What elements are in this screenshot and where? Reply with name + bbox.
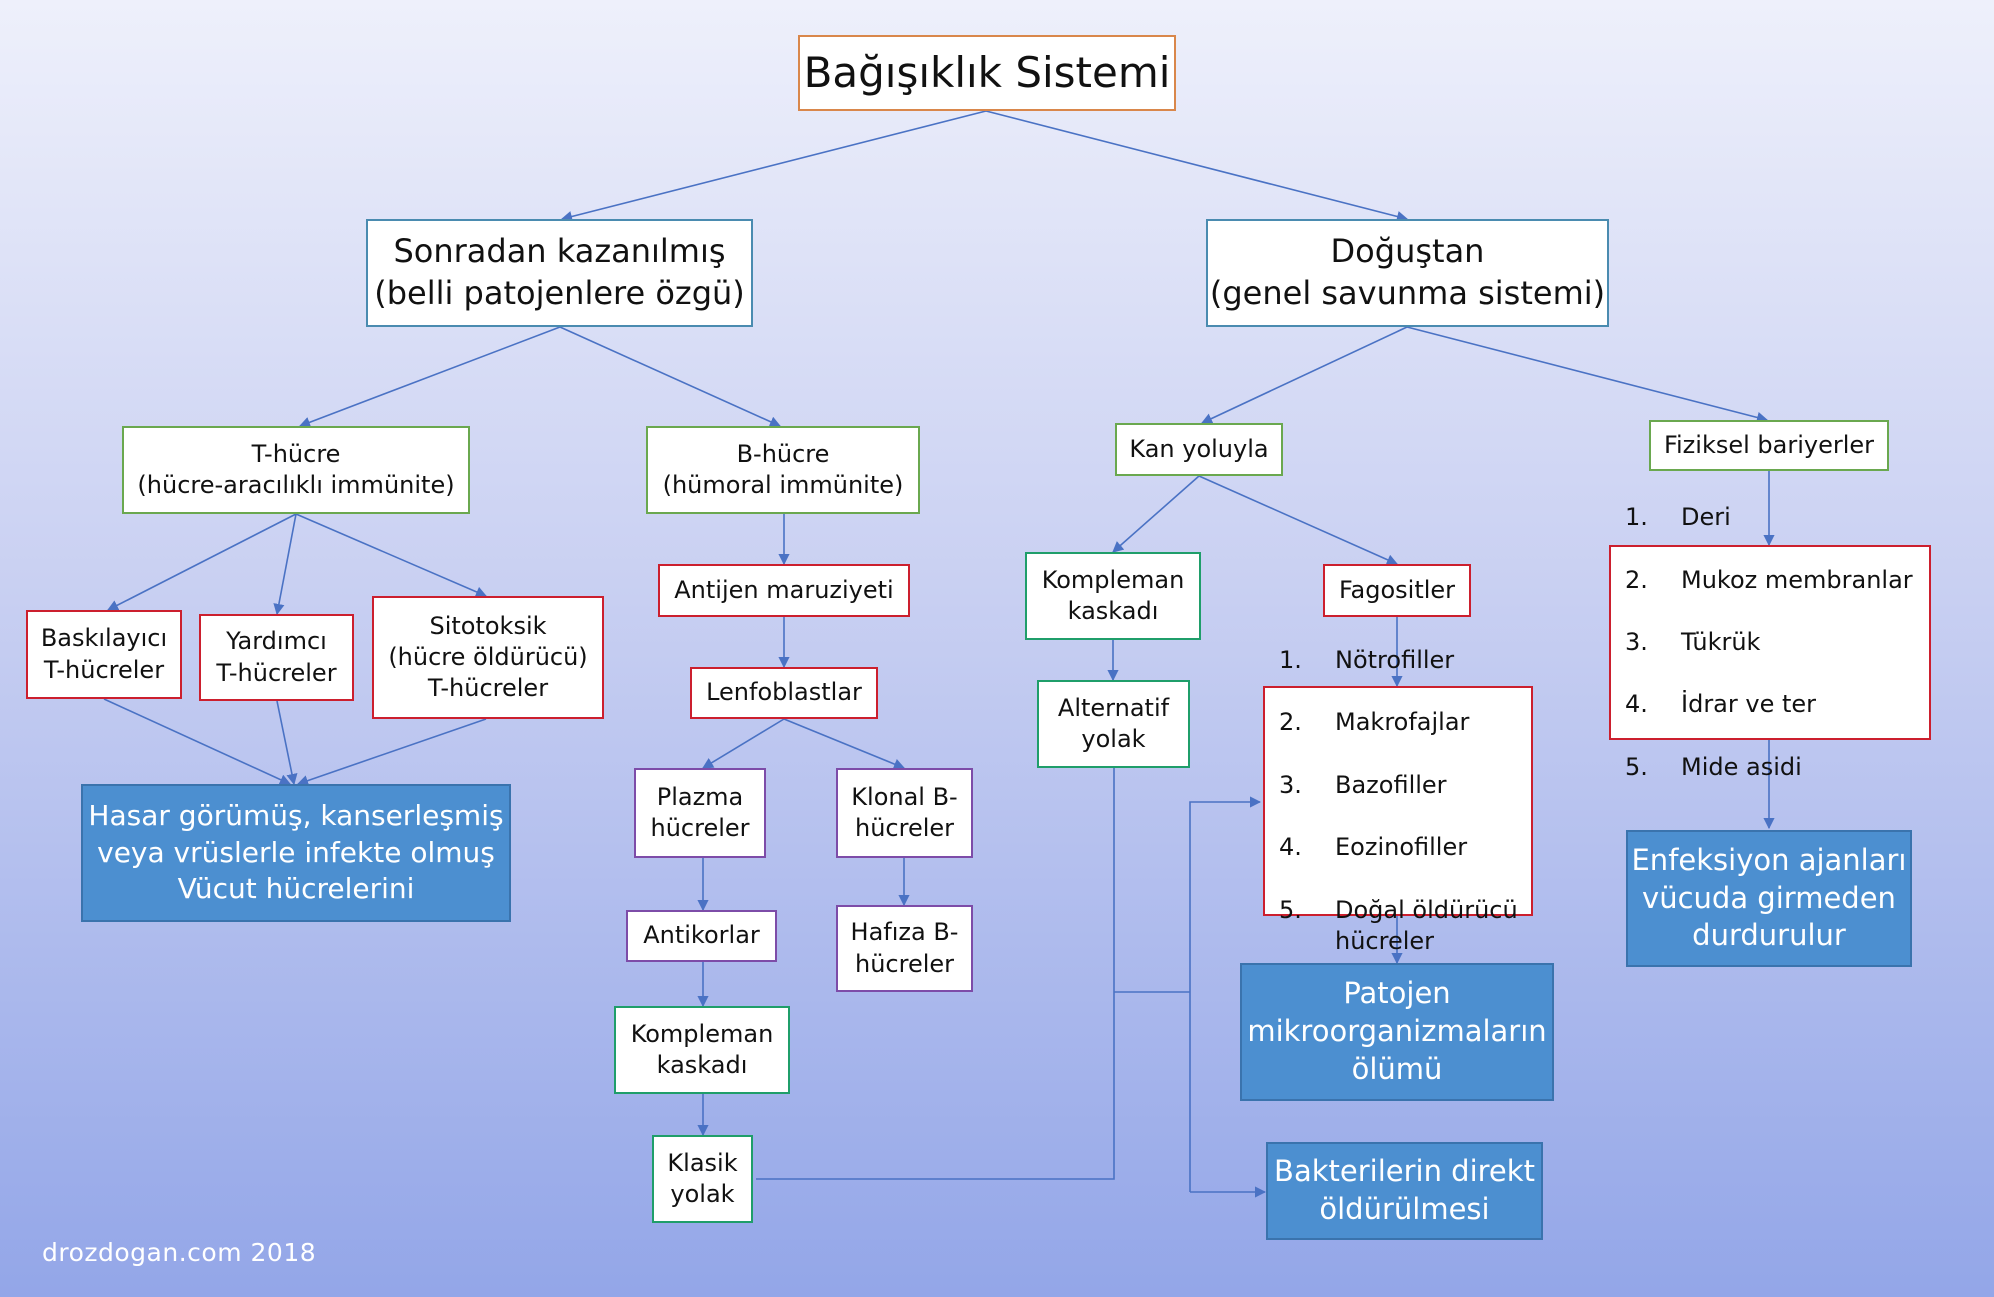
innate-immunity-node: Doğuştan (genel savunma sistemi)	[1206, 219, 1609, 327]
urine-and-sweat-label: İdrar ve ter	[1681, 690, 1817, 719]
macrophages-label: Makrofajlar	[1335, 708, 1470, 737]
list-item: 2.Mukoz membranlar	[1625, 565, 1913, 596]
helper-t-cells-node: Yardımcı T-hücreler	[199, 614, 354, 701]
adaptive-immunity-node: Sonradan kazanılmış (belli patojenlere ö…	[366, 219, 753, 327]
classical-pathway-node: Klasik yolak	[652, 1135, 753, 1223]
list-item: 1.Nötrofiller	[1279, 645, 1518, 676]
list-item: 5.Mide asidi	[1625, 752, 1913, 783]
skin-label: Deri	[1681, 503, 1731, 532]
antibodies-node: Antikorlar	[626, 910, 777, 962]
alternative-pathway-node: Alternatif yolak	[1037, 680, 1190, 768]
clonal-b-cells-node: Klonal B- hücreler	[836, 768, 973, 858]
memory-b-cells-node: Hafıza B- hücreler	[836, 905, 973, 992]
natural-killer-cells-label: Doğal öldürücü hücreler	[1335, 895, 1518, 955]
innate-complement-cascade-node: Kompleman kaskadı	[1025, 552, 1201, 640]
eosinophils-label: Eozinofiller	[1335, 833, 1468, 862]
neutrophils-label: Nötrofiller	[1335, 646, 1455, 675]
antigen-exposure-node: Antijen maruziyeti	[658, 564, 910, 617]
saliva-label: Tükrük	[1681, 627, 1761, 656]
watermark-credit: drozdogan.com 2018	[42, 1238, 317, 1267]
list-item: 1.Deri	[1625, 502, 1913, 533]
physical-barriers-node: Fiziksel bariyerler	[1649, 420, 1889, 471]
physical-barriers-list: 1.Deri 2.Mukoz membranlar 3.Tükrük 4.İdr…	[1609, 503, 1931, 781]
phagocyte-types-list: 1.Nötrofiller 2.Makrofajlar 3.Bazofiller…	[1263, 646, 1533, 955]
lymphoblasts-node: Lenfoblastlar	[690, 667, 878, 719]
pathogen-death-result: Patojen mikroorganizmaların ölümü	[1240, 963, 1554, 1101]
plasma-cells-node: Plazma hücreler	[634, 768, 766, 858]
list-item: 4.Eozinofiller	[1279, 832, 1518, 863]
list-item: 5.Doğal öldürücü hücreler	[1279, 895, 1518, 957]
list-item: 4.İdrar ve ter	[1625, 689, 1913, 720]
immune-system-title: Bağışıklık Sistemi	[798, 35, 1176, 111]
damaged-body-cells-target: Hasar görümüş, kanserleşmiş veya vrüsler…	[81, 784, 511, 922]
mucous-membranes-label: Mukoz membranlar	[1681, 565, 1913, 594]
bloodborne-node: Kan yoluyla	[1115, 423, 1283, 476]
adaptive-complement-cascade-node: Kompleman kaskadı	[614, 1006, 790, 1094]
list-item: 3.Bazofiller	[1279, 770, 1518, 801]
direct-bacteria-killing-result: Bakterilerin direkt öldürülmesi	[1266, 1142, 1543, 1240]
b-cell-node: B-hücre (hümoral immünite)	[646, 426, 920, 514]
list-item: 3.Tükrük	[1625, 627, 1913, 658]
cytotoxic-t-cells-node: Sitotoksik (hücre öldürücü) T-hücreler	[372, 596, 604, 719]
stomach-acid-label: Mide asidi	[1681, 752, 1802, 781]
infection-stopped-result: Enfeksiyon ajanları vücuda girmeden durd…	[1626, 830, 1912, 967]
suppressor-t-cells-node: Baskılayıcı T-hücreler	[26, 610, 182, 699]
t-cell-node: T-hücre (hücre-aracılıklı immünite)	[122, 426, 470, 514]
list-item: 2.Makrofajlar	[1279, 707, 1518, 738]
phagocytes-node: Fagositler	[1323, 564, 1471, 617]
basophils-label: Bazofiller	[1335, 770, 1447, 799]
